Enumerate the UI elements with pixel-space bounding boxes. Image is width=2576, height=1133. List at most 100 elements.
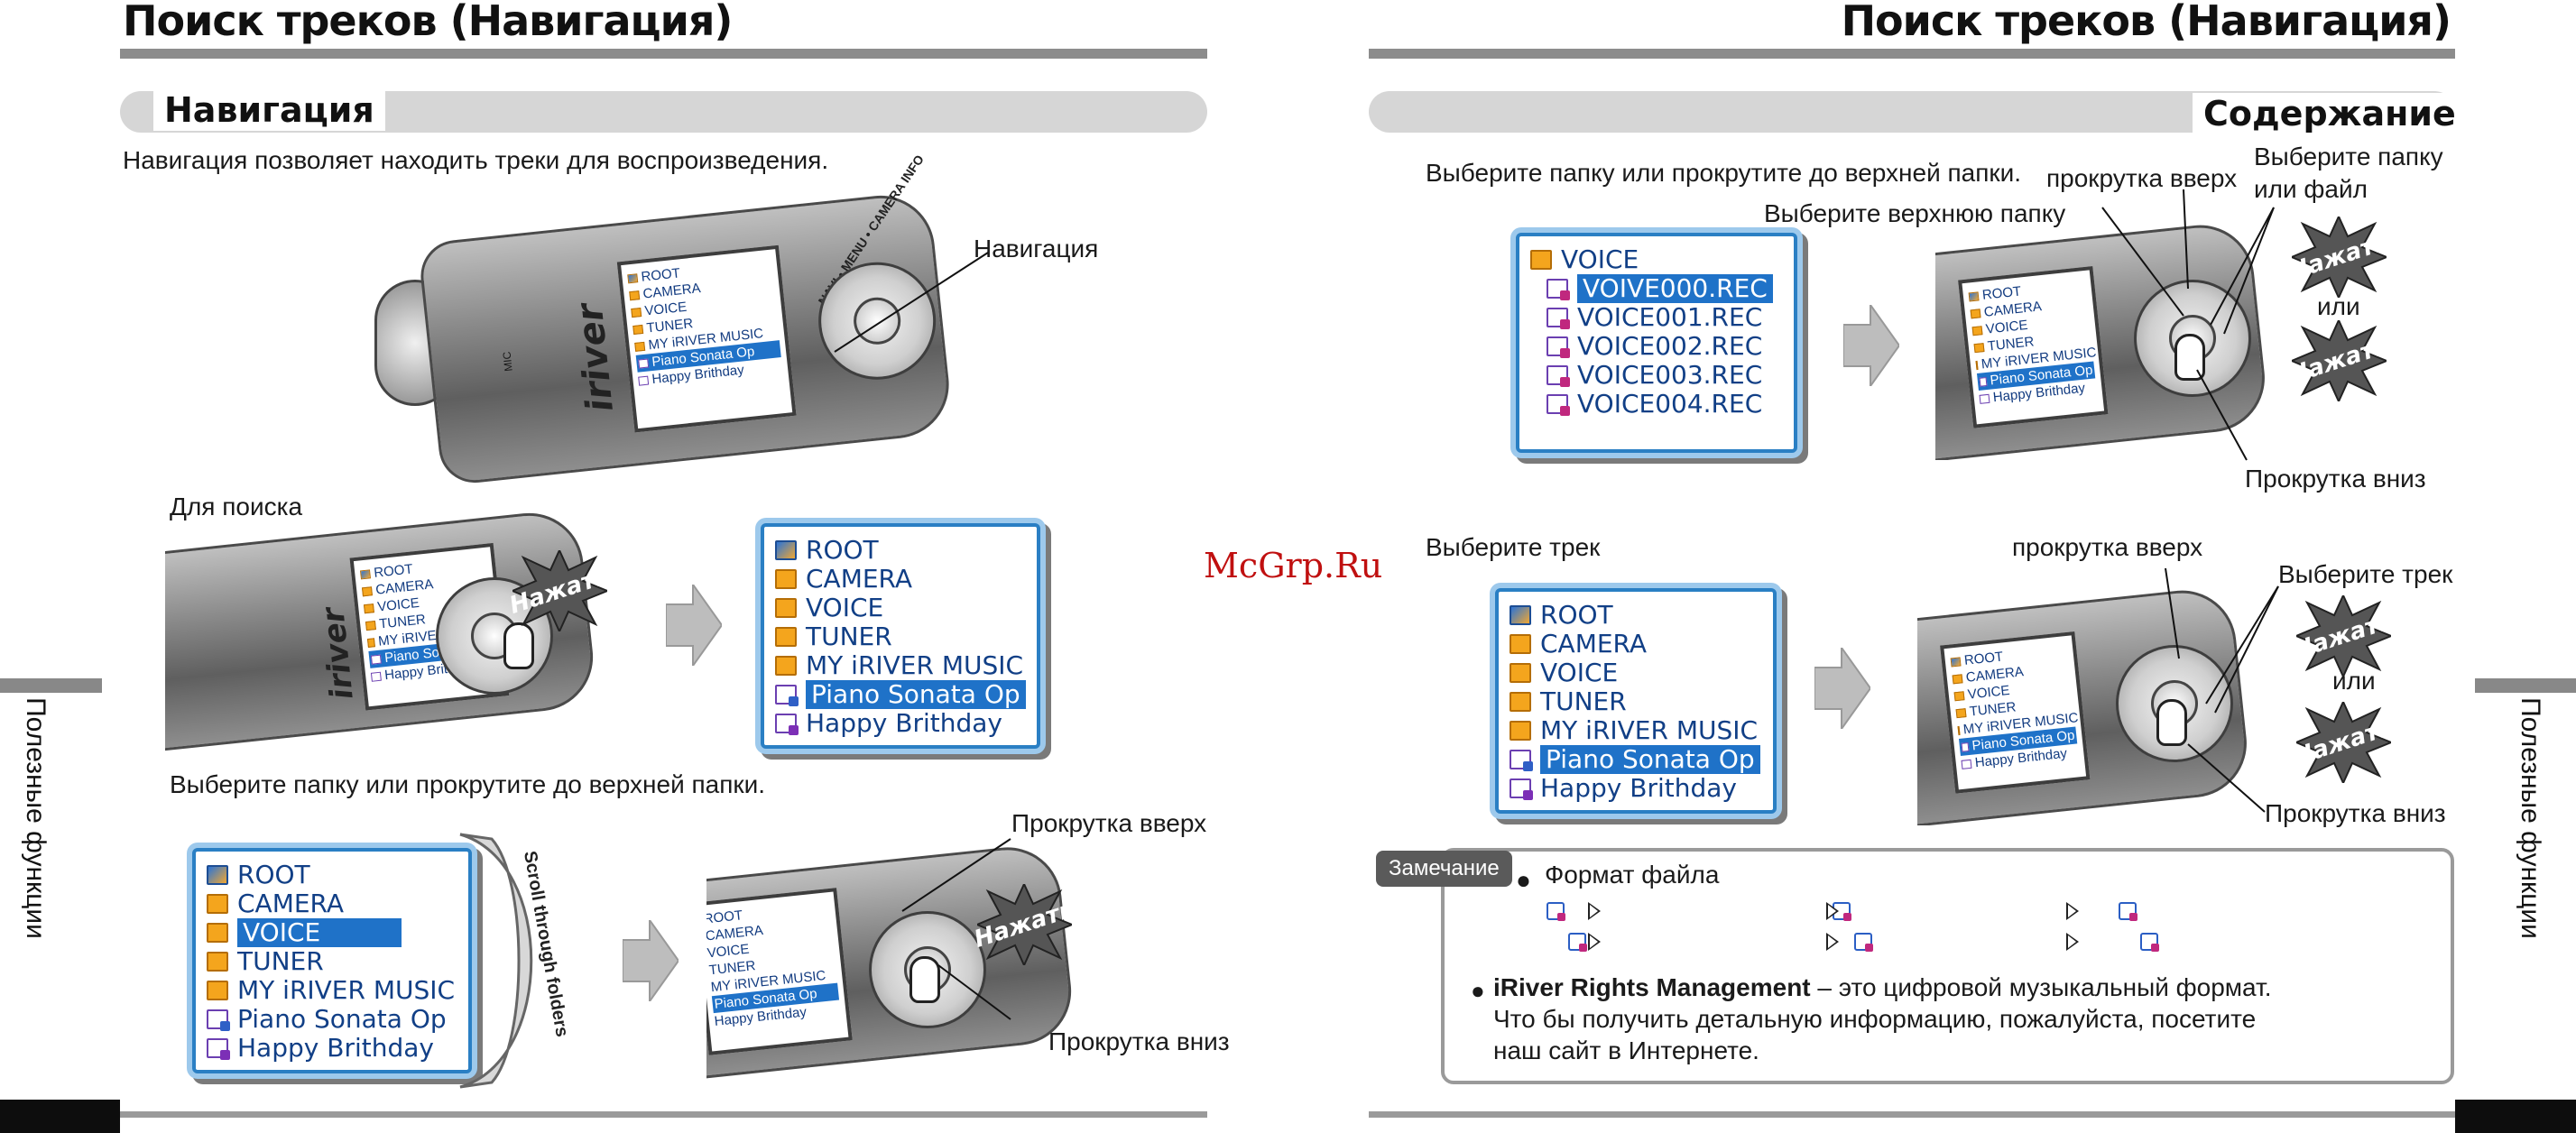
scroll-callout-lines (901, 838, 1011, 1020)
press-burst-icon: Нажать (972, 884, 1077, 965)
audio-file-icon (207, 1038, 230, 1060)
track-callout-lines (2165, 567, 2279, 813)
callout-choose-folder-line2: или файл (2254, 175, 2368, 203)
note-drm-line1: iRiver Rights Management – это цифровой … (1493, 972, 2272, 1003)
callout-choose-folder-line1: Выберите папку (2254, 143, 2443, 170)
lcd-item: MY iRIVER MUSIC (207, 976, 457, 1005)
play-triangle-icon (1588, 902, 1601, 920)
lcd-item: CAMERA (775, 565, 1026, 594)
note-format-heading: Формат файла (1545, 861, 1720, 889)
note-drm-line3: наш сайт в Интернете. (1493, 1036, 1759, 1064)
left-page-corner-block (0, 1100, 120, 1133)
lcd-screen-root-selected-file: ROOT CAMERA VOICE TUNER MY iRIVER MUSIC … (761, 523, 1040, 749)
play-triangle-icon (1826, 933, 1839, 951)
next-step-arrow-icon (666, 585, 722, 666)
note-bullet-icon: ● (1471, 977, 1485, 1004)
recording-file-icon (1547, 308, 1570, 329)
lcd-item: TUNER (207, 947, 457, 976)
lcd-item: TUNER (1510, 687, 1762, 716)
format-file-icon (1568, 933, 1588, 952)
note-bullet-icon: ● (1516, 866, 1531, 894)
next-step-arrow-icon (1843, 305, 1899, 386)
callout-scroll-up: Прокрутка вверх (1011, 809, 1207, 837)
press-burst-icon: Нажать (2286, 320, 2392, 401)
right-page-corner-block (2455, 1100, 2576, 1133)
drm-text: – это цифровой музыкальный формат. (1810, 973, 2272, 1001)
left-side-tab-label: Полезные функции (20, 697, 51, 939)
lcd-item: VOICE001.REC (1530, 303, 1783, 332)
lcd-item: MY iRIVER MUSIC (1510, 716, 1762, 745)
folder-icon (1510, 692, 1531, 712)
device-brand: iriver (1935, 330, 1940, 415)
or-label: или (2332, 667, 2376, 695)
lcd-item: VOICE003.REC (1530, 361, 1783, 390)
format-file-icon (2140, 933, 2160, 952)
callout-navigation: Навигация (974, 235, 1099, 263)
open-folder-icon (1530, 250, 1552, 270)
lcd-item: Happy Brithday (775, 709, 1026, 738)
lcd-item: VOICE (1530, 245, 1783, 274)
press-burst-icon: Нажать (507, 550, 607, 631)
device-illustration-main: iriver MIC ROOT CAMERA VOICE TUNER MY iR… (356, 152, 989, 487)
audio-file-icon (775, 714, 799, 735)
next-step-arrow-icon (623, 920, 679, 1001)
lcd-screen-root-choose-track: ROOT CAMERA VOICE TUNER MY iRIVER MUSIC … (1495, 588, 1777, 814)
folder-icon (207, 981, 228, 1000)
pressing-hand-icon (2174, 334, 2205, 381)
note-box (1441, 848, 2454, 1084)
right-side-tab-label: Полезные функции (2515, 697, 2545, 939)
device-screen: ROOT CAMERA VOICE TUNER MY iRIVER MUSIC … (706, 888, 853, 1055)
recording-file-icon (1547, 336, 1570, 358)
press-burst-icon: Нажать (2291, 702, 2396, 783)
play-triangle-icon (1826, 902, 1839, 920)
recording-file-icon (1547, 365, 1570, 387)
lcd-item: MY iRIVER MUSIC (775, 651, 1026, 680)
right-choose-track-text: Выберите трек (1426, 533, 1601, 561)
folder-icon (207, 894, 228, 914)
folder-icon (207, 923, 228, 943)
format-file-icon (1854, 933, 1874, 952)
folder-icon (1510, 721, 1531, 741)
lcd-item: Piano Sonata Op (207, 1005, 457, 1034)
pressing-hand-icon (909, 956, 940, 1003)
folder-icon (775, 656, 797, 676)
recording-file-icon (1547, 394, 1570, 416)
device-brand: iriver (1917, 695, 1922, 780)
lcd-item: CAMERA (207, 889, 457, 918)
press-burst-icon: Нажать (2291, 595, 2396, 677)
left-section-label: Навигация (153, 89, 385, 131)
play-triangle-icon (2066, 933, 2079, 951)
left-choose-folder-text: Выберите папку или прокрутите до верхней… (170, 770, 766, 798)
folder-callout-lines (2101, 189, 2275, 461)
root-icon (207, 865, 228, 885)
lcd-item: Happy Brithday (207, 1034, 457, 1063)
file-format-icons (1547, 900, 2250, 960)
left-side-tab (0, 678, 102, 693)
callout-choose-top-folder: Выберите верхнюю папку (1764, 199, 2066, 227)
device-illustration-track: iriver ROOT CAMERA VOICE TUNER MY iRIVER… (1917, 568, 2278, 825)
right-title-rule (1369, 49, 2455, 59)
lcd-item: TUNER (775, 622, 1026, 651)
right-side-tab (2475, 678, 2576, 693)
left-title-rule (120, 49, 1207, 59)
folder-icon (775, 569, 797, 589)
audio-file-icon (775, 685, 799, 706)
lcd-item: ROOT (775, 536, 1026, 565)
lcd-item-selected: VOICE (207, 918, 457, 947)
next-step-arrow-icon (1814, 648, 1870, 729)
lcd-item-selected: VOIVE000.REC (1530, 274, 1783, 303)
format-file-icon (2118, 902, 2137, 921)
lcd-item: VOICE (1510, 659, 1762, 687)
device-brand: iriver (315, 605, 361, 702)
audio-file-icon (1510, 778, 1533, 800)
play-triangle-icon (2066, 902, 2079, 920)
play-triangle-icon (1588, 933, 1601, 951)
folder-icon (1510, 663, 1531, 683)
lcd-item: VOICE (775, 594, 1026, 622)
or-label: или (2317, 292, 2360, 320)
callout-line-navigation (834, 252, 989, 353)
drm-title: iRiver Rights Management (1493, 973, 1811, 1001)
device-illustration-scroll: ROOT CAMERA VOICE TUNER MY iRIVER MUSIC … (706, 839, 1085, 1084)
right-choose-folder-text: Выберите папку или прокрутите до верхней… (1426, 159, 2022, 187)
lcd-item: ROOT (207, 861, 457, 889)
